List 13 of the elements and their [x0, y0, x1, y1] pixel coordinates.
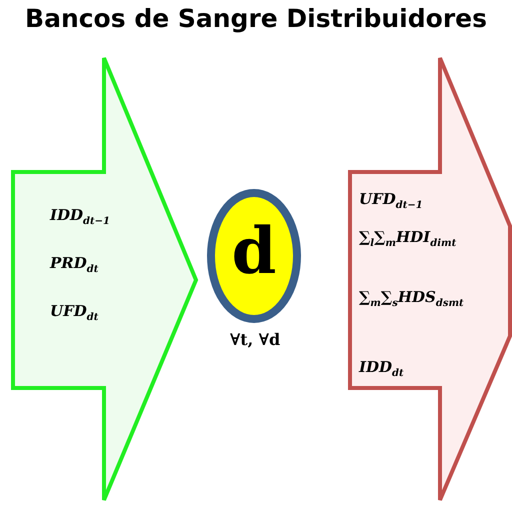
formula-text: ∑$_{l}$∑$_{m}$HDI$_{dimt}$	[359, 228, 456, 249]
arrow-shape	[10, 56, 200, 502]
title-text: Bancos de Sangre Distribuidores	[24, 4, 488, 33]
formula-text: ∑$_{m}$∑$_{s}$HDS$_{dsmt}$	[359, 288, 464, 309]
formula-text: UFD$_{dt−1}$	[359, 190, 423, 211]
quantifier-text: ∀t, ∀d	[230, 330, 280, 349]
formula-text: IDD$_{dt−1}$	[50, 206, 110, 227]
arrow-shape	[347, 56, 512, 502]
circle-node	[206, 188, 302, 324]
formula-text: UFD$_{dt}$	[50, 302, 98, 323]
formula-text: IDD$_{dt}$	[359, 358, 404, 379]
formula-text: PRD$_{dt}$	[50, 254, 98, 275]
node-label: d	[230, 214, 278, 289]
